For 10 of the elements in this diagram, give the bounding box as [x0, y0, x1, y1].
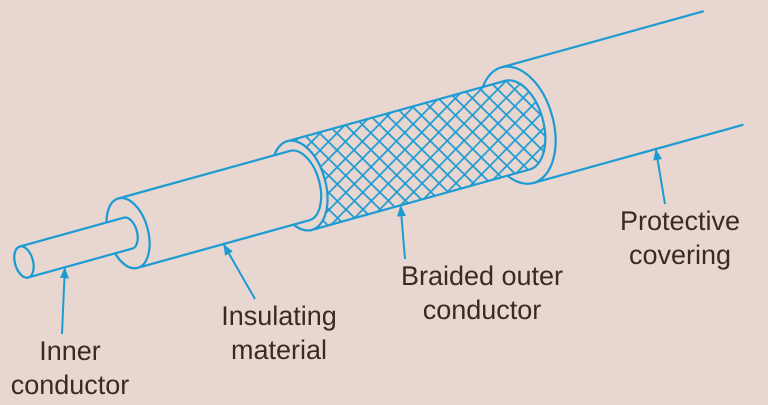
leader-arrow: [653, 148, 666, 204]
conductor-wire: [13, 216, 139, 279]
leader-arrow: [222, 244, 256, 300]
leader-arrow: [60, 267, 69, 334]
part-label: Inner conductor: [10, 334, 130, 402]
part-label: Braided outer conductor: [400, 259, 564, 327]
part-label: Insulating material: [220, 299, 338, 367]
insulation-layer: [105, 149, 322, 270]
part-label: Protective covering: [618, 204, 742, 272]
leader-arrow: [396, 205, 406, 260]
